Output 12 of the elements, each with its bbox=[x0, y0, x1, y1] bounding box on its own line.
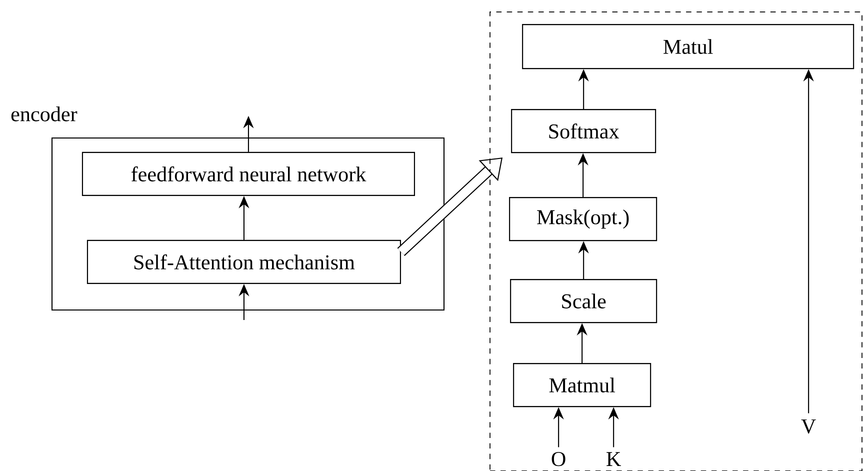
process-box: Softmax bbox=[511, 109, 656, 154]
process-box: Scale bbox=[510, 279, 658, 324]
input-label: K bbox=[606, 452, 621, 466]
process-box: Mask(opt.) bbox=[509, 197, 658, 242]
dashed-frame bbox=[490, 12, 862, 471]
input-label: V bbox=[801, 419, 816, 434]
process-box: Matul bbox=[522, 24, 854, 70]
input-label: O bbox=[552, 452, 566, 466]
process-box: feedforward neural network bbox=[82, 152, 415, 196]
node-label: encoder bbox=[11, 106, 78, 122]
process-box: Self-Attention mechanism bbox=[86, 240, 401, 284]
process-box: Matmul bbox=[513, 363, 652, 408]
